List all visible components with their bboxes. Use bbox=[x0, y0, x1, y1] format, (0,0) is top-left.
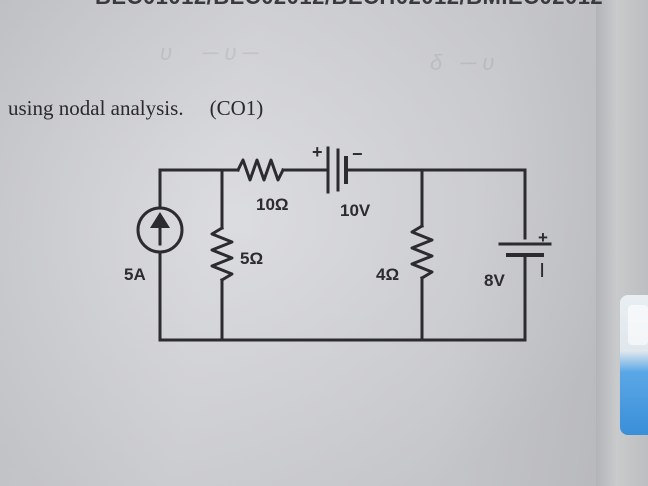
label-battery-right-minus: | bbox=[540, 261, 544, 278]
instruction-text: using nodal analysis. bbox=[8, 96, 184, 120]
label-battery-right-plus: + bbox=[538, 228, 548, 247]
marker-highlight bbox=[628, 305, 648, 345]
resistor-4-ohm bbox=[410, 223, 434, 281]
label-battery-top-minus: − bbox=[352, 144, 363, 164]
label-10-volt: 10V bbox=[340, 201, 371, 220]
label-8-volt: 8V bbox=[484, 271, 505, 290]
current-arrow-head bbox=[150, 212, 170, 228]
label-battery-top-plus: + bbox=[312, 142, 323, 162]
label-5-ohm: 5Ω bbox=[240, 249, 263, 268]
show-through-marks-2: δ ─ υ bbox=[430, 50, 495, 75]
question-instruction: using nodal analysis. (CO1) bbox=[8, 96, 263, 121]
show-through-marks: υ ─ υ ─ bbox=[160, 40, 259, 65]
label-4-ohm: 4Ω bbox=[376, 265, 399, 284]
course-outcome: (CO1) bbox=[209, 96, 264, 120]
resistor-5-ohm bbox=[210, 225, 234, 283]
course-codes-header: BEC01012/BEC02012/BECH02012/BMIEC02012 bbox=[95, 0, 603, 10]
label-10-ohm: 10Ω bbox=[256, 195, 289, 214]
resistor-10-ohm bbox=[235, 158, 286, 182]
label-5-amp: 5A bbox=[124, 265, 146, 284]
